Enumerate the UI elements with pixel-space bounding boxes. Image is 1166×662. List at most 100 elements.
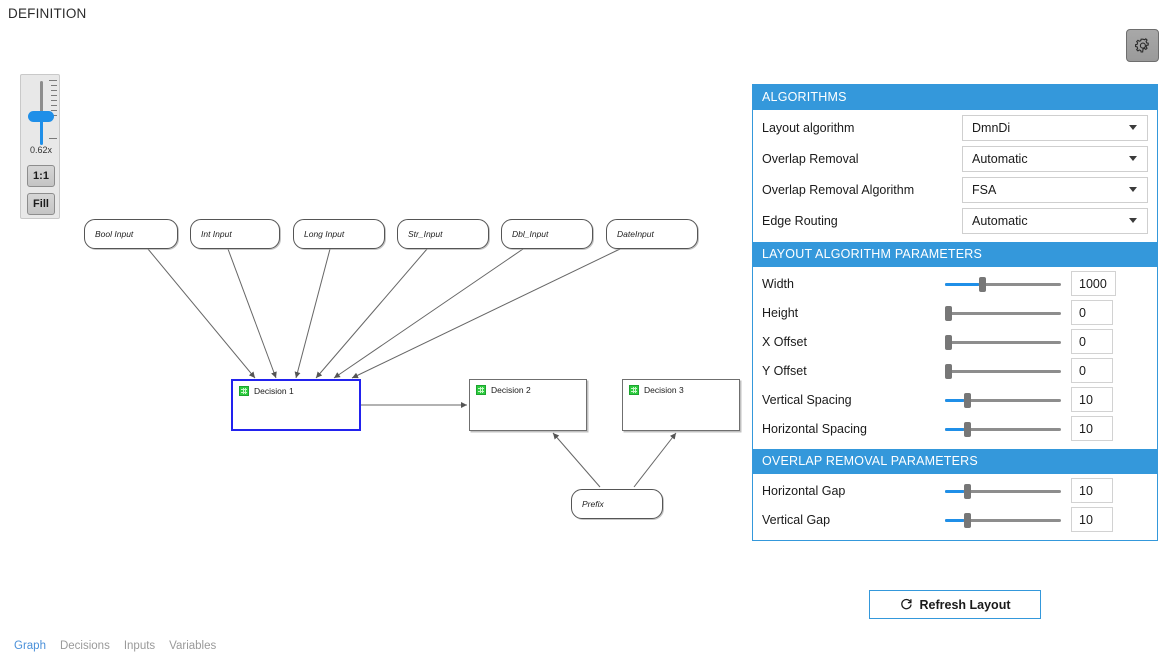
bottom-tab-bar: Graph Decisions Inputs Variables [14, 640, 216, 652]
chevron-down-icon [1129, 187, 1137, 192]
slider-thumb[interactable] [945, 334, 952, 350]
slider-height[interactable] [945, 303, 1061, 323]
algorithm-row-label: Overlap Removal Algorithm [762, 182, 915, 197]
zoom-fit-button[interactable]: Fill [27, 193, 55, 215]
tab-decisions[interactable]: Decisions [59, 640, 110, 652]
algorithm-row-label: Layout algorithm [762, 120, 855, 135]
input-node-label: DateInput [617, 229, 654, 239]
decision-node-label: Decision 3 [644, 385, 684, 395]
slider-fill [945, 282, 980, 286]
parameter-row-height: Height 0 [753, 298, 1157, 327]
slider-thumb[interactable] [945, 363, 952, 379]
slider-y-offset[interactable] [945, 361, 1061, 381]
parameter-row-x-offset: X Offset 0 [753, 327, 1157, 356]
slider-thumb[interactable] [964, 421, 972, 437]
zoom-slider[interactable]: 0.62x [21, 75, 61, 160]
slider-thumb[interactable] [964, 512, 972, 528]
decision-table-icon [629, 385, 639, 395]
slider-vertical-gap[interactable] [945, 510, 1061, 530]
select-overlap-removal-algorithm[interactable]: FSA [962, 176, 1148, 203]
value-text: 10 [1079, 483, 1093, 498]
select-edge-routing[interactable]: Automatic [962, 207, 1148, 234]
chevron-down-icon [1129, 218, 1137, 223]
slider-horizontal-gap[interactable] [945, 481, 1061, 501]
select-value: Automatic [972, 213, 1028, 228]
settings-gear-button[interactable] [1126, 29, 1159, 62]
value-input-x-offset[interactable]: 0 [1071, 329, 1113, 354]
decision-node-label: Decision 1 [254, 386, 294, 396]
refresh-layout-button[interactable]: Refresh Layout [869, 590, 1041, 619]
zoom-level-label: 0.62x [29, 145, 53, 155]
gear-icon [1134, 37, 1149, 53]
parameter-row-label: Horizontal Gap [762, 483, 846, 498]
slider-vertical-spacing[interactable] [945, 390, 1061, 410]
page-title: DEFINITION [8, 6, 87, 21]
slider-fill [945, 398, 965, 402]
parameter-row-label: X Offset [762, 334, 807, 349]
select-overlap-removal[interactable]: Automatic [962, 145, 1148, 172]
zoom-actual-size-button[interactable]: 1:1 [27, 165, 55, 187]
zoom-slider-thumb[interactable] [28, 111, 54, 122]
refresh-layout-label: Refresh Layout [919, 597, 1011, 612]
slider-width[interactable] [945, 274, 1061, 294]
value-input-horizontal-spacing[interactable]: 10 [1071, 416, 1113, 441]
value-text: 0 [1079, 334, 1086, 349]
algorithm-row-overlap-removal: Overlap Removal Automatic [753, 143, 1157, 174]
input-node-dbl-input[interactable]: Dbl_Input [501, 219, 593, 249]
zoom-widget: 0.62x 1:1 Fill [20, 74, 60, 219]
slider-x-offset[interactable] [945, 332, 1061, 352]
input-node-dateinput[interactable]: DateInput [606, 219, 698, 249]
parameter-row-label: Height [762, 305, 799, 320]
parameter-row-label: Y Offset [762, 363, 807, 378]
slider-thumb[interactable] [945, 305, 952, 321]
decision-node-decision-2[interactable]: Decision 2 [469, 379, 587, 431]
parameter-row-label: Width [762, 276, 794, 291]
slider-rail [945, 340, 1061, 344]
value-input-height[interactable]: 0 [1071, 300, 1113, 325]
slider-horizontal-spacing[interactable] [945, 419, 1061, 439]
value-text: 10 [1079, 421, 1093, 436]
zoom-slider-fill [40, 117, 43, 145]
value-text: 10 [1079, 392, 1093, 407]
value-input-width[interactable]: 1000 [1071, 271, 1116, 296]
value-input-vertical-spacing[interactable]: 10 [1071, 387, 1113, 412]
input-node-label: Bool Input [95, 229, 134, 239]
slider-fill [945, 518, 965, 522]
input-node-long-input[interactable]: Long Input [293, 219, 385, 249]
select-value: Automatic [972, 151, 1028, 166]
graph-edges [147, 248, 677, 488]
tab-variables[interactable]: Variables [169, 640, 217, 652]
tab-graph[interactable]: Graph [14, 640, 46, 652]
decision-table-icon [476, 385, 486, 395]
slider-rail [945, 398, 1061, 402]
value-input-horizontal-gap[interactable]: 10 [1071, 478, 1113, 503]
decision-node-decision-3[interactable]: Decision 3 [622, 379, 740, 431]
algorithm-row-label: Overlap Removal [762, 151, 859, 166]
slider-thumb[interactable] [964, 483, 972, 499]
chevron-down-icon [1129, 125, 1137, 130]
parameter-row-y-offset: Y Offset 0 [753, 356, 1157, 385]
input-node-int-input[interactable]: Int Input [190, 219, 280, 249]
decision-node-header: Decision 1 [233, 381, 359, 396]
input-node-bool-input[interactable]: Bool Input [84, 219, 178, 249]
value-input-vertical-gap[interactable]: 10 [1071, 507, 1113, 532]
slider-rail [945, 369, 1061, 373]
input-node-str-input[interactable]: Str_Input [397, 219, 489, 249]
select-layout-algorithm[interactable]: DmnDi [962, 114, 1148, 141]
graph-canvas[interactable] [0, 60, 750, 620]
output-node-prefix[interactable]: Prefix [571, 489, 663, 519]
slider-thumb[interactable] [979, 276, 987, 292]
tab-inputs[interactable]: Inputs [123, 640, 156, 652]
output-node-label: Prefix [582, 499, 604, 509]
slider-thumb[interactable] [964, 392, 972, 408]
value-input-y-offset[interactable]: 0 [1071, 358, 1113, 383]
select-value: FSA [972, 182, 997, 197]
decision-node-decision-1[interactable]: Decision 1 [231, 379, 361, 431]
